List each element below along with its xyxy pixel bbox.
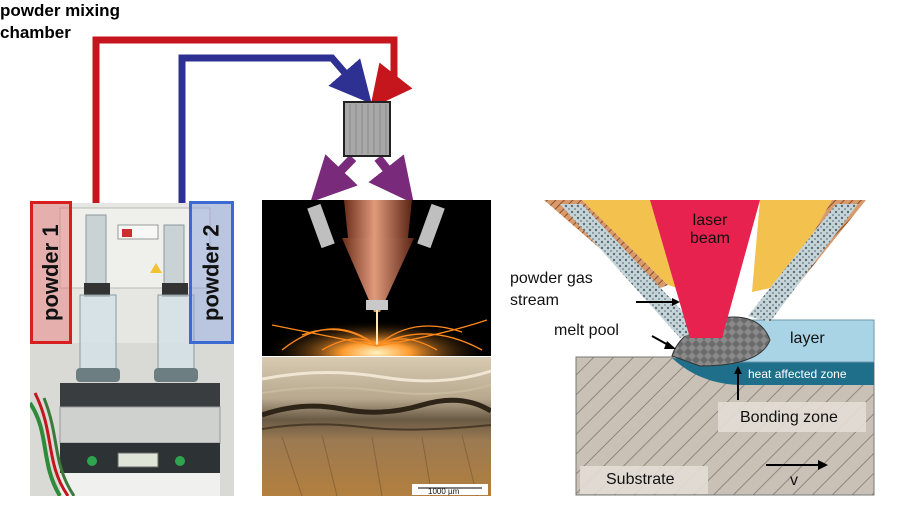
nozzle-right-inner xyxy=(752,200,832,292)
velocity-label: v xyxy=(790,472,798,489)
mix-arrow-right xyxy=(368,154,414,204)
powder1-feed-line xyxy=(92,36,413,205)
powder-stream-right xyxy=(748,204,858,322)
powder-gas-stream-label: powder gas stream xyxy=(510,270,593,309)
melt-pool-label: melt pool xyxy=(554,322,619,339)
scale-bar-label: 1000 µm xyxy=(428,487,460,496)
chamber-label: powder mixing chamber xyxy=(0,1,120,42)
micrograph-photo xyxy=(262,357,491,496)
mix-arrow-left xyxy=(310,154,358,203)
substrate-label: Substrate xyxy=(606,471,675,488)
laser-beam-shape xyxy=(650,200,760,338)
nozzle-left-inner xyxy=(582,200,690,292)
bonding-zone-label: Bonding zone xyxy=(740,409,838,426)
laser-beam-label: laser beam xyxy=(689,212,731,247)
laser-nozzle-photo xyxy=(262,200,491,356)
mixing-chamber xyxy=(343,101,391,157)
powder2-feed-line xyxy=(178,54,372,205)
layer-label: layer xyxy=(790,330,825,347)
powder-stream-left xyxy=(560,204,700,338)
heat-affected-zone-label: heat affected zone xyxy=(748,367,847,381)
